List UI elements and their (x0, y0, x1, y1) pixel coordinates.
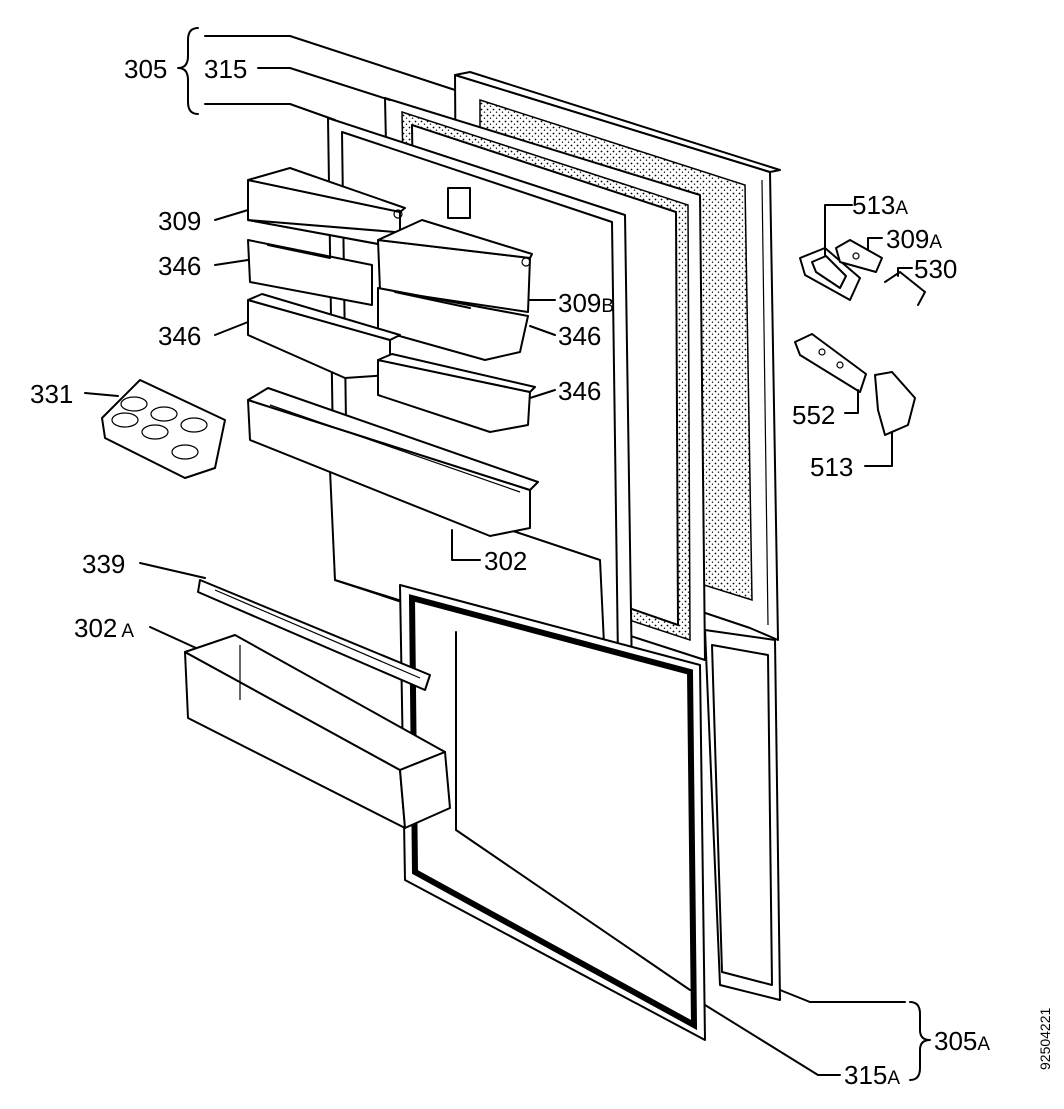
label-346-right: 346 (558, 376, 601, 406)
shelf-346-left (247, 293, 401, 379)
label-513a: 513A (852, 190, 908, 220)
egg-tray-331 (101, 379, 226, 479)
lower-door-outer-panel (704, 629, 781, 1001)
hinge-513 (874, 371, 916, 436)
bottle-shelf-302a (184, 634, 451, 829)
label-315a: 315A (844, 1060, 900, 1090)
flap-346-upper-left (247, 239, 373, 306)
clip-530 (884, 271, 926, 306)
label-309a: 309A (886, 224, 942, 254)
shelf-346-right (377, 353, 536, 433)
leader-lines (84, 27, 931, 1081)
label-305a: 305A (934, 1026, 990, 1056)
label-346-left: 346 (158, 321, 201, 351)
drawing-code: 92504221 (1037, 1007, 1053, 1070)
bottle-rail-339 (197, 579, 431, 691)
label-331: 331 (30, 379, 73, 409)
hinge-cover-513a (799, 247, 861, 301)
label-346-right-upper: 346 (558, 321, 601, 351)
label-315: 315 (204, 54, 247, 84)
bottle-shelf-302 (247, 387, 539, 537)
label-305: 305 (124, 54, 167, 84)
flap-346-right-upper (377, 287, 529, 361)
hinge-plate-309a (835, 239, 883, 273)
hinge-bracket-552 (794, 333, 867, 393)
lower-door-gasket (399, 584, 706, 1041)
label-530: 530 (914, 254, 957, 284)
butter-box-309b (377, 219, 533, 313)
label-346-upper-left: 346 (158, 251, 201, 281)
label-552: 552 (792, 400, 835, 430)
label-513: 513 (810, 452, 853, 482)
label-302: 302 (484, 546, 527, 576)
label-309: 309 (158, 206, 201, 236)
label-309b: 309B (558, 288, 614, 318)
label-339: 339 (82, 549, 125, 579)
